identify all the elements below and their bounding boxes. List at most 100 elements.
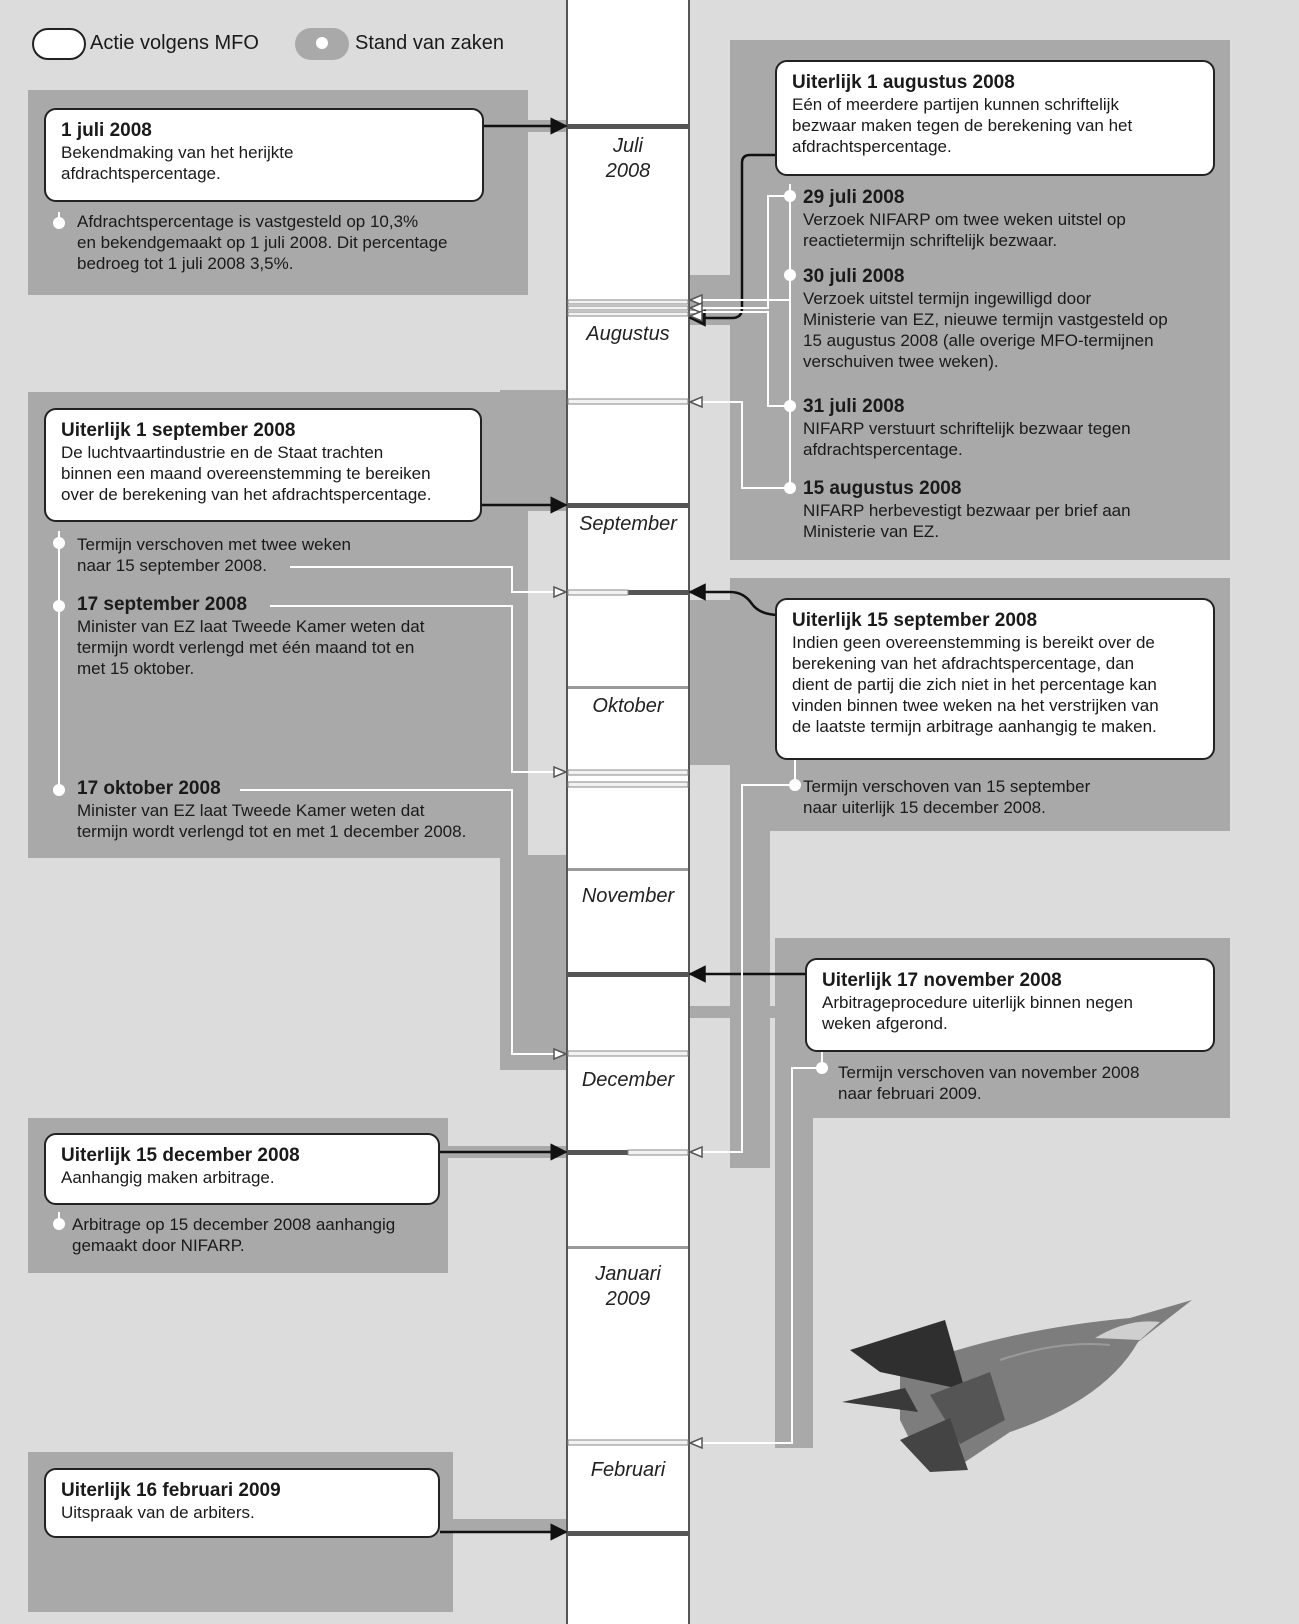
- jet-image: [842, 1300, 1192, 1472]
- note-line: naar februari 2009.: [838, 1084, 982, 1103]
- note-line: Arbitrage op 15 december 2008 aanhangig: [72, 1215, 396, 1234]
- note-uiterlijk-15-december: Arbitrage op 15 december 2008 aanhangig …: [72, 1214, 395, 1256]
- note-uiterlijk-17-november: Termijn verschoven van november 2008 naa…: [838, 1062, 1139, 1104]
- sub-line: verschuiven twee weken).: [803, 352, 999, 371]
- legend-action-symbol: [32, 28, 86, 60]
- status-dot: [53, 217, 65, 229]
- legend-status-dot: [316, 37, 328, 49]
- note-line: Termijn verschoven van 15 september: [803, 777, 1091, 796]
- note-uiterlijk-15-september: Termijn verschoven van 15 september naar…: [803, 776, 1090, 818]
- card-line: Arbitrageprocedure uiterlijk binnen nege…: [822, 993, 1133, 1012]
- status-dot: [789, 779, 801, 791]
- month-december: December: [581, 1069, 675, 1091]
- note-line: Afdrachtspercentage is vastgesteld op 10…: [77, 212, 419, 231]
- month-oktober: Oktober: [592, 695, 664, 717]
- sub-line: met 15 oktober.: [77, 659, 195, 678]
- sub-15-augustus-2008: 15 augustus 2008 NIFARP herbevestigt bez…: [803, 477, 1131, 542]
- legend-status-label: Stand van zaken: [355, 32, 504, 54]
- month-strip: [566, 0, 690, 1624]
- status-dot: [53, 784, 65, 796]
- card-line: Eén of meerdere partijen kunnen schrifte…: [792, 95, 1119, 114]
- note-1-juli-2008: Afdrachtspercentage is vastgesteld op 10…: [77, 211, 447, 274]
- divider-januari: [568, 1246, 688, 1249]
- sub-17-oktober-2008: 17 oktober 2008 Minister van EZ laat Twe…: [77, 777, 466, 842]
- sub-line: Verzoek uitstel termijn ingewilligd door: [803, 289, 1092, 308]
- sub-line: Minister van EZ laat Tweede Kamer weten …: [77, 801, 425, 820]
- sub-line: Verzoek NIFARP om twee weken uitstel op: [803, 210, 1126, 229]
- card-uiterlijk-16-februari-2009: Uiterlijk 16 februari 2009 Uitspraak van…: [44, 1468, 440, 1538]
- card-title: Uiterlijk 15 december 2008: [61, 1145, 300, 1166]
- status-dot: [784, 190, 796, 202]
- sub-17-september-2008: 17 september 2008 Minister van EZ laat T…: [77, 593, 424, 679]
- month-juli: Juli 2008: [564, 134, 692, 184]
- status-dot: [53, 537, 65, 549]
- sub-line: termijn wordt verlengd tot en met 1 dece…: [77, 822, 467, 841]
- note-line: naar 15 september 2008.: [77, 556, 267, 575]
- note-line: gemaakt door NIFARP.: [72, 1236, 245, 1255]
- month-november: November: [581, 885, 675, 907]
- card-line: binnen een maand overeenstemming te bere…: [61, 464, 431, 483]
- note-line: Termijn verschoven met twee weken: [77, 535, 352, 554]
- sub-title: 31 juli 2008: [803, 396, 905, 417]
- card-title: Uiterlijk 16 februari 2009: [61, 1480, 281, 1501]
- note-line: Termijn verschoven van november 2008: [838, 1063, 1140, 1082]
- card-line: Bekendmaking van het herijkte: [61, 143, 294, 162]
- status-dot: [53, 600, 65, 612]
- sub-title: 15 augustus 2008: [803, 478, 962, 499]
- month-januari-year: 2009: [605, 1288, 651, 1310]
- sub-line: NIFARP herbevestigt bezwaar per brief aa…: [803, 501, 1131, 520]
- card-line: bezwaar maken tegen de berekening van he…: [792, 116, 1133, 135]
- card-title: Uiterlijk 15 september 2008: [792, 610, 1038, 631]
- block-oktober-tail: [730, 830, 770, 1168]
- sub-line: Ministerie van EZ.: [803, 522, 940, 541]
- month-augustus: Augustus: [586, 323, 670, 345]
- status-dot: [816, 1062, 828, 1074]
- sub-29-juli-2008: 29 juli 2008 Verzoek NIFARP om twee weke…: [803, 186, 1126, 251]
- card-line: Indien geen overeenstemming is bereikt o…: [792, 633, 1155, 652]
- card-line: dient de partij die zich niet in het per…: [792, 675, 1157, 694]
- card-line: berekening van het afdrachtspercentage, …: [792, 654, 1135, 673]
- month-januari: Januari 2009: [564, 1262, 692, 1312]
- sub-title: 17 september 2008: [77, 594, 248, 615]
- month-juli-year: 2008: [605, 160, 651, 182]
- sub-line: termijn wordt verlengd met één maand tot…: [77, 638, 415, 657]
- status-dot: [784, 269, 796, 281]
- card-title: Uiterlijk 1 augustus 2008: [792, 72, 1015, 93]
- card-uiterlijk-17-november-2008: Uiterlijk 17 november 2008 Arbitrageproc…: [805, 958, 1215, 1052]
- note-line: naar uiterlijk 15 december 2008.: [803, 798, 1046, 817]
- block-november-tail: [775, 1118, 813, 1448]
- card-uiterlijk-15-september-2008: Uiterlijk 15 september 2008 Indien geen …: [775, 598, 1215, 760]
- sub-line: reactietermijn schriftelijk bezwaar.: [803, 231, 1058, 250]
- sub-line: Ministerie van EZ, nieuwe termijn vastge…: [803, 310, 1168, 329]
- status-dot: [784, 482, 796, 494]
- note-uiterlijk-1-september: Termijn verschoven met twee weken naar 1…: [77, 534, 351, 576]
- card-line: de laatste termijn arbitrage aanhangig t…: [792, 717, 1157, 736]
- card-line: De luchtvaartindustrie en de Staat trach…: [61, 443, 384, 462]
- card-line: weken afgerond.: [822, 1014, 948, 1033]
- card-line: over de berekening van het afdrachtsperc…: [61, 485, 432, 504]
- sub-line: afdrachtspercentage.: [803, 440, 963, 459]
- card-uiterlijk-1-september-2008: Uiterlijk 1 september 2008 De luchtvaart…: [44, 408, 482, 522]
- note-line: bedroeg tot 1 juli 2008 3,5%.: [77, 254, 294, 273]
- month-februari: Februari: [590, 1459, 666, 1481]
- month-januari-name: Januari: [595, 1263, 661, 1285]
- card-line: Aanhangig maken arbitrage.: [61, 1168, 275, 1187]
- card-line: Uitspraak van de arbiters.: [61, 1503, 255, 1522]
- card-line: afdrachtspercentage.: [792, 137, 952, 156]
- sub-31-juli-2008: 31 juli 2008 NIFARP verstuurt schrifteli…: [803, 395, 1131, 460]
- status-dot: [53, 1218, 65, 1230]
- card-title: Uiterlijk 1 september 2008: [61, 420, 296, 441]
- divider-oktober: [568, 686, 688, 689]
- sub-30-juli-2008: 30 juli 2008 Verzoek uitstel termijn ing…: [803, 265, 1168, 372]
- status-dot: [784, 400, 796, 412]
- sub-title: 30 juli 2008: [803, 266, 905, 287]
- sub-title: 29 juli 2008: [803, 187, 905, 208]
- sub-line: Minister van EZ laat Tweede Kamer weten …: [77, 617, 425, 636]
- card-uiterlijk-1-augustus-2008: Uiterlijk 1 augustus 2008 Eén of meerder…: [775, 60, 1215, 176]
- month-september: September: [579, 513, 677, 535]
- card-uiterlijk-15-december-2008: Uiterlijk 15 december 2008 Aanhangig mak…: [44, 1133, 440, 1205]
- note-line: en bekendgemaakt op 1 juli 2008. Dit per…: [77, 233, 448, 252]
- sub-title: 17 oktober 2008: [77, 778, 221, 799]
